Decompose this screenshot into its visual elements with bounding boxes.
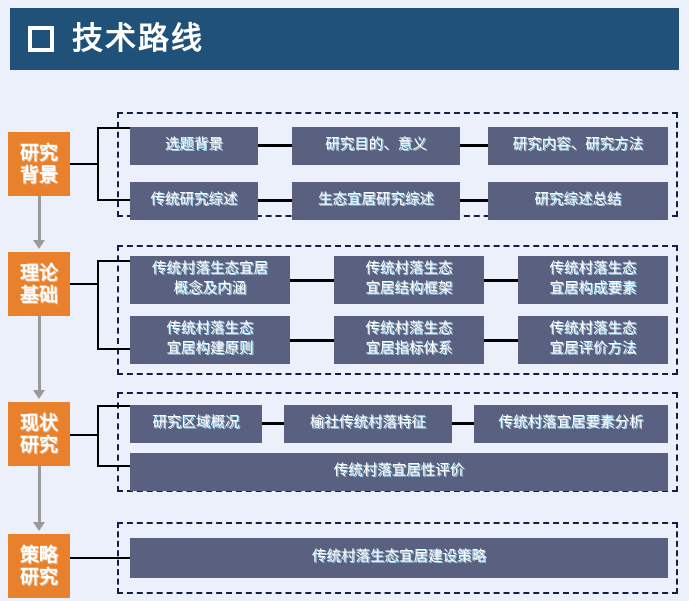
node-s3-r1-c3[interactable]: 传统村落宜居要素分析 [474, 405, 668, 443]
stage-badge-line1: 研究 [19, 141, 58, 164]
node-s1-r2-c1[interactable]: 传统研究综述 [130, 182, 258, 220]
flow-arrow-2 [38, 316, 41, 390]
node-line2: 宜居结构框架 [365, 281, 453, 297]
node-line2: 宜居构建原则 [166, 341, 254, 357]
node-s1-r2-c3[interactable]: 研究综述总结 [488, 182, 668, 220]
stage-badge-current-status-research[interactable]: 现状 研究 [8, 402, 70, 466]
node-s2-r2-c1[interactable]: 传统村落生态 宜居构建原则 [130, 316, 290, 364]
header-bar: 技术路线 [10, 8, 679, 70]
flow-arrow-head-3 [33, 522, 45, 531]
node-line1: 传统村落生态 [166, 321, 254, 338]
stage-badge-strategy-research[interactable]: 策略 研究 [8, 534, 70, 598]
node-s2-r2-c3[interactable]: 传统村落生态 宜居评价方法 [518, 316, 668, 364]
square-outline-icon [28, 26, 54, 52]
connector-s1-r1-2 [460, 144, 488, 147]
node-s2-r1-c2[interactable]: 传统村落生态 宜居结构框架 [334, 256, 484, 304]
stage-badge-line1: 策略 [19, 543, 58, 566]
stage-badge-line2: 背景 [19, 164, 58, 186]
node-line1: 传统村落生态宜居 [152, 261, 268, 278]
node-s3-r1-c2[interactable]: 榆社传统村落特征 [284, 405, 452, 443]
stage-badge-theory-foundation[interactable]: 理论 基础 [8, 252, 70, 316]
stage-badge-line2: 基础 [19, 284, 58, 306]
technical-route-diagram: 研究 背景 选题背景 研究目的、意义 研究内容、研究方法 传统研究综述 生态宜居… [0, 70, 689, 601]
node-s1-r1-c1[interactable]: 选题背景 [130, 127, 258, 165]
connector-s2-r1-2 [484, 279, 518, 282]
node-line1: 传统村落生态 [549, 261, 637, 278]
node-s4-full[interactable]: 传统村落生态宜居建设策略 [130, 538, 668, 578]
stage-badge-line1: 理论 [19, 261, 58, 284]
node-line2: 宜居评价方法 [549, 341, 637, 357]
node-s1-r1-c3[interactable]: 研究内容、研究方法 [488, 127, 668, 165]
flow-arrow-1 [38, 196, 41, 240]
connector-stub-s2 [70, 283, 98, 285]
connector-bracket-s3 [97, 405, 130, 467]
flow-arrow-head-2 [33, 390, 45, 399]
node-line2: 概念及内涵 [173, 281, 247, 297]
stage-badge-line2: 研究 [19, 434, 58, 456]
connector-stub-s1 [70, 163, 98, 165]
connector-bracket-s2 [97, 260, 130, 350]
node-line2: 宜居指标体系 [365, 341, 453, 357]
stage-badge-line2: 研究 [19, 566, 58, 588]
connector-stub-s4 [70, 557, 130, 559]
connector-s3-r1-1 [262, 422, 284, 425]
connector-s1-r2-2 [460, 199, 488, 202]
connector-s1-r1-1 [258, 144, 292, 147]
connector-stub-s3 [70, 434, 98, 436]
node-line1: 传统村落生态 [365, 261, 453, 278]
node-s3-r2-full[interactable]: 传统村落宜居性评价 [130, 453, 668, 491]
page-title: 技术路线 [72, 20, 204, 57]
connector-s2-r2-2 [484, 339, 518, 342]
connector-bracket-s1 [97, 127, 130, 201]
connector-s3-r1-2 [452, 422, 474, 425]
stage-badge-line1: 现状 [19, 411, 58, 434]
group-box-current-status-research [117, 392, 678, 492]
connector-s2-r1-1 [290, 279, 334, 282]
group-box-theory-foundation [117, 245, 678, 375]
flow-arrow-3 [38, 466, 41, 522]
node-line1: 传统村落生态 [549, 321, 637, 338]
node-s1-r2-c2[interactable]: 生态宜居研究综述 [292, 182, 460, 220]
node-line2: 宜居构成要素 [549, 281, 637, 297]
node-s2-r2-c2[interactable]: 传统村落生态 宜居指标体系 [334, 316, 484, 364]
node-line1: 传统村落生态 [365, 321, 453, 338]
node-s1-r1-c2[interactable]: 研究目的、意义 [292, 127, 460, 165]
stage-badge-research-background[interactable]: 研究 背景 [8, 132, 70, 196]
connector-s1-r2-1 [258, 199, 292, 202]
node-s2-r1-c3[interactable]: 传统村落生态 宜居构成要素 [518, 256, 668, 304]
flow-arrow-head-1 [33, 240, 45, 249]
node-s3-r1-c1[interactable]: 研究区域概况 [130, 405, 262, 443]
node-s2-r1-c1[interactable]: 传统村落生态宜居 概念及内涵 [130, 256, 290, 304]
connector-s2-r2-1 [290, 339, 334, 342]
